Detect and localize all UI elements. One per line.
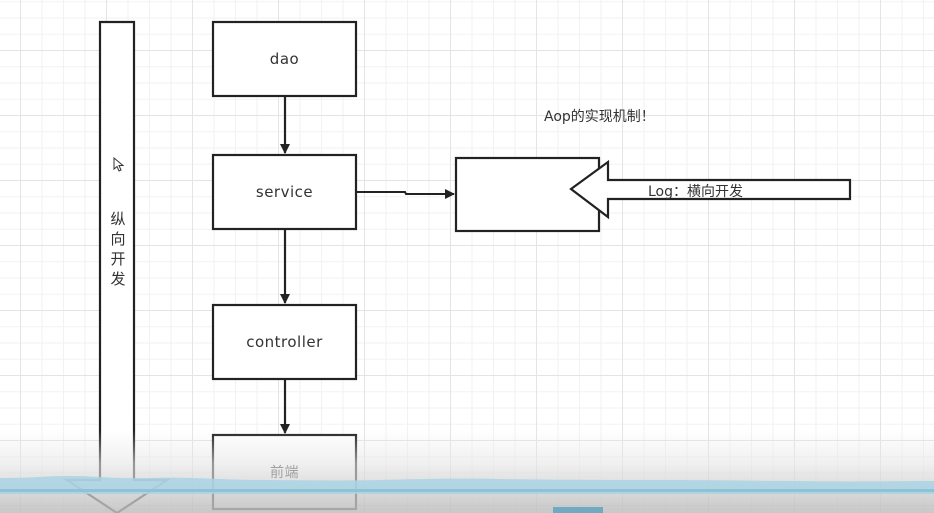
- edge-service-aop[interactable]: [356, 189, 455, 199]
- vertical-label-char: 纵: [110, 210, 126, 228]
- playback-progress-indicator[interactable]: [553, 507, 603, 513]
- node-controller-label: controller: [246, 333, 323, 351]
- node-dao[interactable]: [211, 20, 358, 98]
- log-arrow-label: Log：横向开发: [648, 184, 744, 200]
- vertical-label-char: 开: [110, 250, 126, 268]
- vertical-arrow-label: 纵 向 开 发: [108, 209, 128, 289]
- node-controller[interactable]: [211, 303, 358, 381]
- horizontal-log-arrow[interactable]: [569, 159, 852, 220]
- vertical-label-char: 发: [110, 270, 126, 288]
- aop-title-annotation: Aop的实现机制！: [544, 109, 655, 125]
- node-aop-box[interactable]: [454, 156, 601, 233]
- node-frontend-label: 前端: [270, 465, 299, 481]
- node-service-label: service: [255, 183, 314, 201]
- mouse-cursor-icon: [113, 157, 125, 172]
- node-dao-label: dao: [269, 50, 300, 68]
- vertical-label-char: 向: [110, 230, 126, 248]
